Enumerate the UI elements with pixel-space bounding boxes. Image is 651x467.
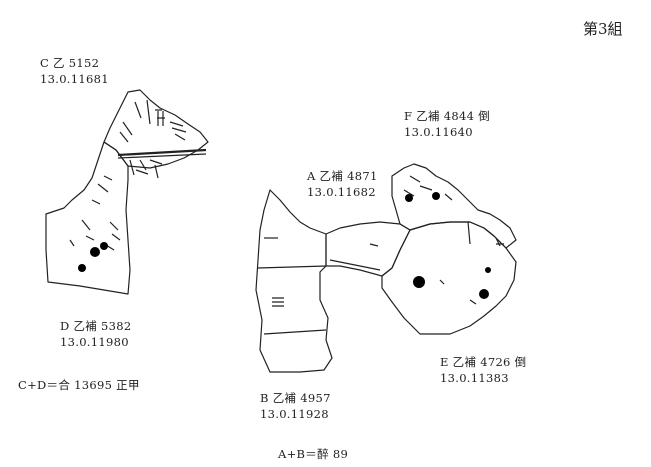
fragment-f-number: F 乙補 4844 倒 <box>404 109 491 123</box>
label-fragment-f: F 乙補 4844 倒 13.0.11640 <box>404 108 490 140</box>
fragment-d-catalog: 13.0.11980 <box>60 335 129 349</box>
fragment-c-catalog: 13.0.11681 <box>40 72 109 86</box>
fragment-d-number: D 乙補 5382 <box>60 319 132 333</box>
join-note-ab: A+B＝醉 89 <box>278 447 349 461</box>
fragment-a-number: A 乙補 4871 <box>307 169 378 183</box>
fragment-c-number: C 乙 5152 <box>40 56 100 70</box>
fragment-e-number: E 乙補 4726 倒 <box>440 355 527 369</box>
label-fragment-c: C 乙 5152 13.0.11681 <box>40 55 109 87</box>
fragment-b-catalog: 13.0.11928 <box>260 407 329 421</box>
fragment-d-drawing <box>45 141 131 295</box>
label-fragment-e: E 乙補 4726 倒 13.0.11383 <box>440 354 526 386</box>
fragment-f-drawing <box>391 163 517 249</box>
fragment-b-drawing <box>255 189 333 373</box>
fragment-e-drawing <box>381 221 517 335</box>
fragment-b-number: B 乙補 4957 <box>260 391 331 405</box>
label-fragment-a: A 乙補 4871 13.0.11682 <box>307 168 378 200</box>
label-fragment-d: D 乙補 5382 13.0.11980 <box>60 318 132 350</box>
join-note-cd: C+D＝合 13695 正甲 <box>18 378 140 392</box>
fragment-c-drawing <box>103 89 209 179</box>
fragment-e-catalog: 13.0.11383 <box>440 371 509 385</box>
fragment-f-catalog: 13.0.11640 <box>404 125 473 139</box>
label-fragment-b: B 乙補 4957 13.0.11928 <box>260 390 331 422</box>
fragment-a-drawing <box>325 221 411 277</box>
group-title: 第3組 <box>583 20 623 38</box>
fragment-a-catalog: 13.0.11682 <box>307 185 376 199</box>
